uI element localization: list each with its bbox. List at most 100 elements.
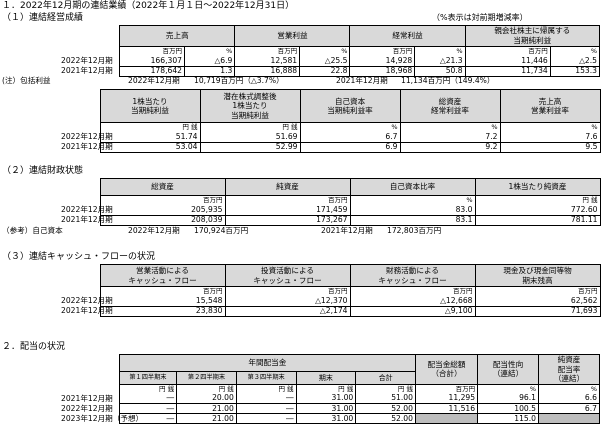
- reference-equity-period-a: 2022年12月期: [128, 226, 180, 235]
- percent-note: （%表示は対前期増減率）: [432, 13, 528, 22]
- header-doe: 純資産配当率（連結）: [538, 354, 600, 385]
- value-cell: 772.60: [474, 205, 601, 216]
- unit-cell: %: [349, 195, 476, 205]
- table-row: 2021年12月期 ― 20.00 ― 31.00 51.00 11,295 9…: [1, 393, 600, 404]
- header-net-income-line2: 当期純利益: [513, 36, 552, 45]
- header-line: 売上高: [538, 96, 562, 106]
- unit-cell: %: [183, 46, 236, 56]
- value-cell: 15,548: [99, 296, 226, 307]
- unit-cell: 円 銭: [199, 122, 301, 132]
- comprehensive-income-value-b: 11,134百万円（149.4%）: [401, 76, 495, 85]
- value-cell: △2,174: [224, 305, 351, 317]
- value-cell: 12,581: [234, 56, 301, 67]
- unit-cell: 円 銭: [355, 383, 416, 394]
- unit-cell: %: [538, 383, 600, 394]
- header-line: 現金及び現金同等物: [503, 266, 572, 275]
- value-cell: △12,370: [224, 296, 351, 307]
- header-q3: 第３四半期末: [235, 370, 297, 385]
- unit-cell: 百万円: [474, 286, 601, 296]
- value-cell: 6.7: [299, 132, 401, 143]
- unit-cell: %: [414, 46, 466, 56]
- value-cell: 18,968: [349, 65, 416, 77]
- row-label: 2021年12月期: [61, 306, 113, 316]
- table-row: 2022年12月期 166,307△6.9 12,581△25.5 14,928…: [1, 56, 601, 67]
- value-cell: 51.69: [199, 132, 301, 143]
- value-cell: 166,307: [119, 56, 185, 67]
- value-cell: 50.8: [414, 65, 466, 77]
- header-net-income-line1: 親会社株主に帰属する: [494, 26, 571, 35]
- value-cell: 173,267: [224, 214, 351, 226]
- unit-cell: %: [299, 122, 401, 132]
- value-cell: 9.2: [399, 141, 501, 153]
- header-financing-cf: 財務活動によるキャッシュ・フロー: [349, 264, 476, 287]
- comprehensive-income-period-a: 2022年12月期: [128, 76, 180, 85]
- header-line: キャッシュ・フロー: [128, 275, 197, 285]
- header-investing-cf: 投資活動によるキャッシュ・フロー: [224, 264, 351, 287]
- value-cell: ―: [235, 413, 297, 424]
- reference-equity-value-b: 172,803百万円: [387, 226, 442, 235]
- comprehensive-income-period-b: 2021年12月期: [336, 76, 388, 85]
- header-operating-income: 営業利益: [234, 25, 351, 47]
- unit-cell: 百万円: [464, 46, 551, 56]
- unit-cell: 百万円: [349, 46, 416, 56]
- header-line: 財務活動による: [386, 266, 439, 275]
- header-cash-balance: 現金及び現金同等物期末残高: [474, 264, 601, 287]
- header-line: 潜在株式調整後: [223, 91, 277, 101]
- unit-cell: 円 銭: [235, 383, 297, 394]
- value-cell: 96.1: [477, 393, 539, 404]
- value-cell: 6.6: [538, 393, 600, 404]
- value-cell: 9.5: [499, 141, 601, 153]
- value-cell: △12,668: [349, 296, 476, 307]
- table-row: 2023年12月期（予想） ― 21.00 ― 31.00 52.00 115.…: [1, 413, 600, 424]
- header-annual-dividend: 年間配当金: [118, 353, 416, 373]
- header-line: 投資活動による: [261, 266, 314, 275]
- header-line: （合計）: [431, 369, 462, 379]
- value-cell: 21.00: [176, 403, 237, 414]
- value-cell: △9,100: [349, 305, 476, 317]
- table-row: 2021年12月期 53.04 52.99 6.9 9.2 9.5: [1, 141, 601, 153]
- header-operating-cf: 営業活動によるキャッシュ・フロー: [99, 264, 226, 287]
- unit-cell: %: [499, 122, 601, 132]
- value-cell: 20.00: [176, 393, 237, 404]
- value-cell: 23,830: [99, 305, 226, 317]
- value-cell: ―: [235, 393, 297, 404]
- table-row: 2021年12月期 208,039 173,267 83.1 781.11: [1, 214, 601, 226]
- value-cell: 6.9: [299, 141, 401, 153]
- header-q2: 第２四半期末: [176, 370, 237, 385]
- value-cell: 6.7: [538, 403, 600, 414]
- value-cell: 83.1: [349, 214, 476, 226]
- header-line: 純資産: [557, 355, 581, 364]
- shaded-cell: [538, 413, 600, 424]
- unit-cell: 百万円: [224, 286, 351, 296]
- value-cell: ―: [118, 393, 178, 404]
- value-cell: 52.99: [199, 141, 301, 153]
- row-label: 2022年12月期: [61, 205, 113, 215]
- unit-cell: 百万円: [414, 383, 479, 394]
- header-eps: 1株当たり当期純利益: [99, 89, 201, 123]
- unit-cell: 百万円: [234, 46, 301, 56]
- row-label: 2022年12月期: [61, 296, 113, 306]
- header-line: 当期純利益: [131, 106, 169, 115]
- shaded-cell: [414, 413, 479, 424]
- header-dividend-total: 配当金総額（合計）: [414, 354, 479, 385]
- value-cell: 51.74: [99, 132, 201, 143]
- section-title-dividends: ２．配当の状況: [2, 342, 66, 352]
- reference-equity-value-a: 170,924百万円: [194, 226, 249, 235]
- header-operating-margin: 売上高営業利益率: [499, 89, 601, 123]
- header-line: キャッシュ・フロー: [253, 275, 322, 285]
- header-line: 期末残高: [522, 275, 553, 285]
- value-cell: 115.0: [477, 413, 539, 424]
- financial-position-table: 総資産 純資産 自己資本比率 1株当たり純資産 百万円 百万円 % 円 銭 20…: [1, 178, 601, 226]
- value-cell: 178,642: [119, 65, 185, 77]
- header-roa: 総資産経常利益率: [399, 89, 501, 123]
- header-total: 合計: [355, 370, 416, 385]
- unit-cell: 円 銭: [176, 383, 237, 394]
- section-title-financial-position: （２）連結財政状態: [2, 166, 84, 176]
- section-title-cash-flows: （３）連結キャッシュ・フローの状況: [2, 252, 156, 262]
- value-cell: 21.00: [176, 413, 237, 424]
- reference-equity-period-b: 2021年12月期: [321, 226, 373, 235]
- value-cell: 7.6: [499, 132, 601, 143]
- cash-flow-table: 営業活動によるキャッシュ・フロー 投資活動によるキャッシュ・フロー 財務活動によ…: [1, 264, 601, 317]
- row-label: 2023年12月期（予想）: [61, 413, 144, 423]
